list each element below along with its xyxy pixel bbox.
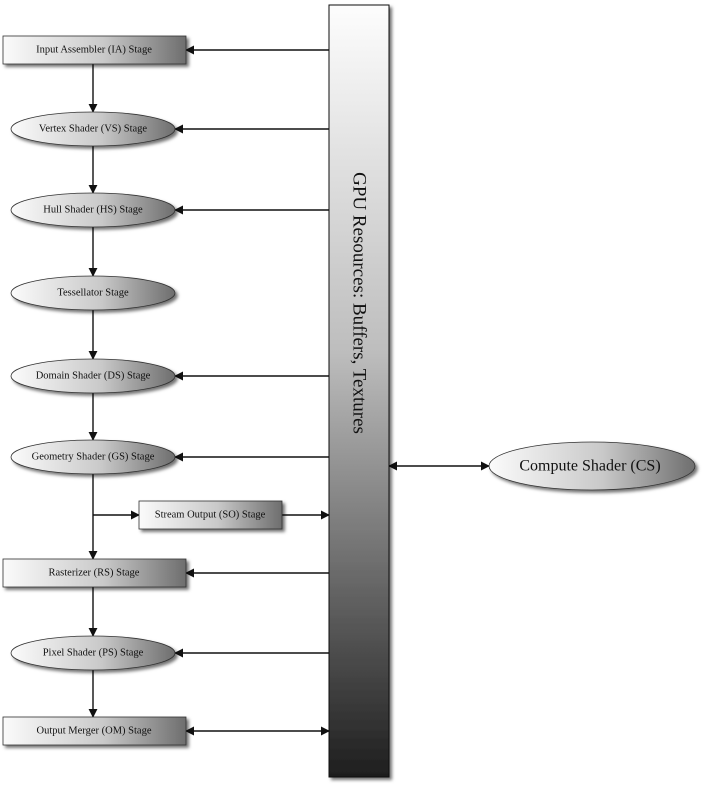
stage-vertex-shader: Vertex Shader (VS) Stage	[10, 111, 176, 147]
stage-pixel-shader: Pixel Shader (PS) Stage	[10, 635, 176, 671]
stage-label: Hull Shader (HS) Stage	[43, 205, 143, 216]
compute-shader-node: Compute Shader (CS)	[488, 441, 696, 491]
stage-label: Rasterizer (RS) Stage	[49, 568, 140, 579]
compute-shader-label: Compute Shader (CS)	[519, 458, 660, 475]
stage-label: Tessellator Stage	[57, 288, 129, 299]
stage-input-assembler: Input Assembler (IA) Stage	[2, 35, 187, 65]
stage-hull-shader: Hull Shader (HS) Stage	[10, 192, 176, 228]
stage-label: Pixel Shader (PS) Stage	[43, 648, 144, 659]
stage-label: Input Assembler (IA) Stage	[36, 45, 152, 56]
stage-geometry-shader: Geometry Shader (GS) Stage	[10, 439, 176, 475]
stage-label: Stream Output (SO) Stage	[155, 510, 266, 521]
stage-domain-shader: Domain Shader (DS) Stage	[10, 358, 176, 394]
stage-label: Domain Shader (DS) Stage	[36, 371, 151, 382]
stage-label: Output Merger (OM) Stage	[37, 726, 152, 737]
stage-tessellator: Tessellator Stage	[10, 275, 176, 311]
stage-label: Vertex Shader (VS) Stage	[39, 124, 148, 135]
gpu-resources-panel: GPU Resources: Buffers, Textures	[328, 4, 390, 778]
stage-output-merger: Output Merger (OM) Stage	[2, 716, 187, 746]
stage-label: Geometry Shader (GS) Stage	[32, 452, 155, 463]
stage-stream-output: Stream Output (SO) Stage	[138, 500, 283, 530]
connector-layer	[88, 45, 490, 736]
gpu-resources-label: GPU Resources: Buffers, Textures	[349, 172, 370, 434]
stage-rasterizer: Rasterizer (RS) Stage	[2, 558, 187, 588]
